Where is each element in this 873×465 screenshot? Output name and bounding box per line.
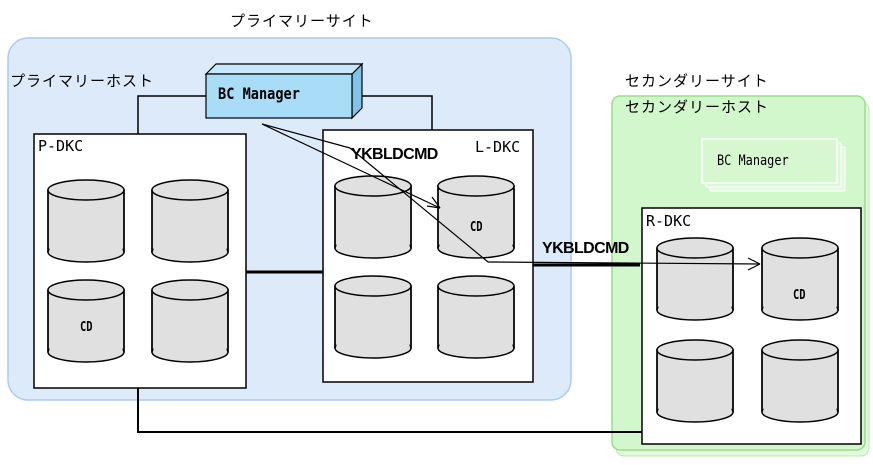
secondary-bc-manager-label: BC Manager: [717, 153, 789, 169]
l-dkc-disk-cd: [437, 175, 515, 259]
secondary-bc-manager-box: [701, 138, 838, 184]
l-dkc-label: L-DKC: [475, 138, 521, 156]
pdkc-rdkc-link: [137, 388, 642, 433]
bc-to-rdkc-line-1: [349, 147, 489, 263]
secondary-site-title: セカンダリーサイト: [625, 72, 769, 90]
bc-to-ldkc-cd-arrow-line: [261, 123, 441, 209]
l-dkc-disk-4: [437, 275, 515, 359]
primary-site-title: プライマリーサイト: [230, 12, 374, 30]
primary-bc-manager-label: BC Manager: [218, 84, 300, 103]
bc-to-rdkc-arrow-head: [747, 257, 761, 271]
secondary-host-label: セカンダリーホスト: [625, 98, 770, 116]
r-dkc-disk-cd: [761, 237, 839, 321]
bc-to-ldkc-cd-arrow-head: [426, 196, 441, 209]
bc-to-rdkc-line-2: [487, 261, 761, 265]
p-dkc-cd-label: CD: [80, 320, 93, 335]
bc-to-ldkc-line: [261, 123, 351, 149]
r-dkc-disk-4: [761, 339, 839, 423]
l-dkc-cd-label: CD: [470, 220, 483, 235]
primary-bc-manager-top: [204, 63, 364, 75]
primary-host-label: プライマリーホスト: [10, 72, 155, 90]
p-dkc-label: P-DKC: [38, 137, 84, 155]
r-dkc-cd-label: CD: [793, 288, 806, 303]
primary-command-label: YKBLDCMD: [351, 146, 438, 163]
l-dkc-disk-3: [334, 275, 412, 359]
r-dkc-disk-1: [656, 237, 734, 321]
primary-bc-manager-box: [205, 73, 353, 119]
p-dkc-disk-4: [151, 279, 229, 363]
r-dkc-disk-3: [656, 339, 734, 423]
p-dkc-disk-2: [151, 179, 229, 263]
r-dkc-label: R-DKC: [646, 212, 692, 230]
secondary-command-label: YKBLDCMD: [542, 240, 629, 257]
p-dkc-disk-1: [47, 179, 125, 263]
